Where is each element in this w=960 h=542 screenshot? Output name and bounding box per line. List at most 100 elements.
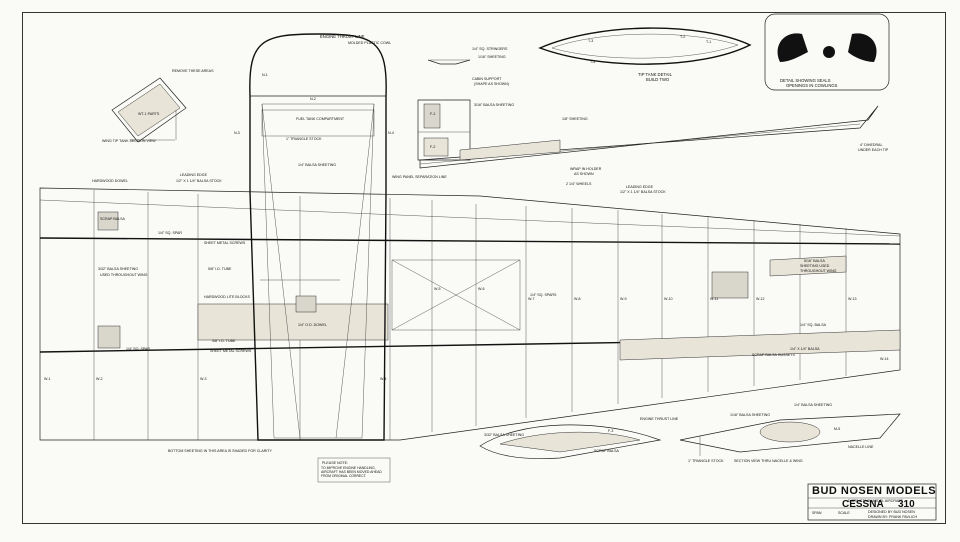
sheeting-516-b: SHEETING USED [800,264,830,268]
rib-n1: N-1 [262,73,268,77]
rib-n2: N-2 [310,97,316,101]
rib-w5: W-5 [434,287,441,291]
thrust-line-2: ENGINE THRUST LINE [640,417,679,421]
balsa-sheeting-bottom: 1/16" BALSA SHEETING [730,413,770,417]
le-stock-label-2: 1/2" X 1 1/4" BALSA STOCK [620,190,666,194]
rib-w7: W-7 [528,297,535,301]
rib-w13: W-13 [848,297,857,301]
build-two-label: BUILD TWO [646,77,670,82]
wing-front-view: 4" DIHEDRAL UNDER EACH TIP WRAP IN HOLDE… [419,105,889,194]
as-shown-label: AS SHOWN [574,172,594,176]
span-label: SPAN [812,511,822,515]
rib-w11: W-11 [710,297,718,301]
please-note: PLEASE NOTE: TO IMPROVE ENGINE HANDLING,… [317,457,391,483]
sheeting-516-c: THROUGHOUT WING [800,269,837,273]
remove-areas: REMOVE THESE AREAS [172,69,214,73]
balsa-sheeting-332: 3/32" BALSA SHEETING [98,267,138,271]
rib-t1: T-1 [706,40,711,44]
wing-separation-label: WING PANEL SEPARATION LINE [392,175,447,179]
model-name: CESSNA [842,499,884,510]
le-stock-label: 1/2" X 1 1/4" BALSA STOCK [176,179,222,183]
cabin-support: CABIN SUPPORT [472,77,502,81]
id-tube-58: 5/8" I.D. TUBE [208,267,232,271]
rib-w12: W-12 [756,297,765,301]
rib-w8: W-8 [574,297,581,301]
balsa-sheeting-14: 1/4" BALSA SHEETING [298,163,336,167]
hardwood-dowel: HARDWOOD DOWEL [92,179,128,183]
under-tip-label: UNDER EACH TIP [858,148,889,152]
stringers-label: 1/4" SQ. STRINGERS [472,47,508,51]
sheet-metal-screws-2: SHEET METAL SCREWS [210,349,252,353]
rib-w1: W-1 [44,377,51,381]
rib-t3: T-3 [588,39,593,43]
nacelle-line: NACELLE LINE [848,445,874,449]
cowling-seals-detail: DETAIL SHOWING SEALS OPENINGS IN COWLING… [764,13,890,91]
sheeting-332-b: 3/32" BALSA SHEETING [484,433,524,437]
fuel-tank-label: FUEL TANK COMPARTMENT [296,117,345,121]
drawn-by: DRAWN BY: FRANK PAVLICH [868,515,917,519]
used-throughout: USED THROUGHOUT WING [100,273,148,277]
triangle-stock-label: 1" TRIANGLE STOCK [286,137,322,141]
rib-t4: T-4 [590,60,595,64]
wrap-holder-label: WRAP IN HOLDER [570,167,602,171]
scrap-gussets: SCRAP BALSA GUSSETS [752,353,795,357]
nacelle-plan: N-1 N-2 N-3 N-4 [234,33,394,441]
wing-labels: ENGINE THRUST LINE MOLDED PLASTIC COWL F… [44,34,889,453]
brand-subtitle: DISTINCTIVE MODEL AIRCRAFT [848,499,904,503]
tip-tank-detail: T-3 T-2 T-1 T-4 TIP TANK DETAIL BUILD TW… [538,27,752,82]
sq-balsa-sheeting: 1/4" BALSA SHEETING [794,403,832,407]
model-number: 310 [898,499,915,510]
sq-spars-label: 1/4" SQ. SPARS [530,293,557,297]
section-view-label: SECTION VIEW THRU NACELLE & WING [734,459,803,463]
id-tube-3: 3/8" I.D. TUBE [212,339,236,343]
sq-spar-label-2: 1/4" SQ. SPAR [126,347,150,351]
wing-tip-tank-section: WT-1 PARTS REMOVE THESE AREAS WING TIP T… [102,69,214,143]
please-note-body: TO IMPROVE ENGINE HANDLING, AIRCRAFT HAS… [321,466,382,478]
rib-w4: W-4 [380,377,387,381]
rib-n4: N-4 [388,131,394,135]
wing-plan-view [39,187,901,441]
drawing-frame [22,12,946,524]
sq-spar-label: 1/4" SQ. SPAR [158,231,182,235]
shape-as-shown: (SHAPE AS SHOWN) [474,82,509,86]
wheels-label: 2 1/4" WHEELS [566,182,592,186]
sheeting-516: 5/16" BALSA [804,259,825,263]
sq-balsa-14: 1/4" SQ. BALSA [800,323,827,327]
triangle-stock-2: 1" TRIANGLE STOCK [688,459,724,463]
rib-t2: T-2 [680,35,685,39]
wt-parts: WT-1 PARTS [138,112,160,116]
rib-w2: W-2 [96,377,103,381]
rib-w14: W-14 [880,357,889,361]
plastic-cowl-label: MOLDED PLASTIC COWL [348,41,391,45]
rib-w3: W-3 [200,377,207,381]
scrap-balsa-2: SCRAP BALSA [594,449,620,453]
le-label: LEADING EDGE [180,173,208,177]
rib-n3: N-3 [234,131,240,135]
bottom-sheeting: BOTTOM SHEETING IN THIS AREA IS SHADED F… [168,449,273,453]
sheet-metal-screws: SHEET METAL SCREWS [204,241,246,245]
seals-label-2: OPENINGS IN COWLINGS [786,83,838,88]
hardwood-lite-blocks: HARDWOOD LITE BLOCKS [204,295,251,299]
scale-label: SCALE [838,511,850,515]
balsa-sheeting-316: 3/16" BALSA SHEETING [474,103,514,107]
rib-w6: W-6 [478,287,485,291]
sheeting-m: 1/8" SHEETING [562,117,588,121]
designed-by: DESIGNED BY BUD NOSEN [868,510,915,514]
tip-tank-section-label: WING TIP TANK SECTION VIEW [102,139,156,143]
thrust-line-label: ENGINE THRUST LINE [320,34,365,39]
rib-w10: W-10 [664,297,673,301]
rib-m5: M-5 [834,427,840,431]
fuselage-section: F-2 F-1 1/4" SQ. STRINGERS 1/16" SHEETIN… [417,47,514,161]
nacelle-section-views: 3/32" BALSA SHEETING SCRAP BALSA ENGINE … [479,403,901,463]
scrap-balsa-label: SCRAP BALSA [100,217,126,221]
sheeting-116: 1/16" SHEETING [478,55,506,59]
title-block: BUD NOSEN MODELS DISTINCTIVE MODEL AIRCR… [807,483,937,521]
od-dowel: 1/4" O.D. DOWEL [298,323,327,327]
tip-tank-label: TIP TANK DETAIL [638,72,673,77]
rib-f2: F-2 [430,145,435,149]
le-label-2: LEADING EDGE [626,185,654,189]
rib-f1: F-1 [430,112,435,116]
sq-balsa-14b: 1/4" X 1/4" BALSA [790,347,820,351]
